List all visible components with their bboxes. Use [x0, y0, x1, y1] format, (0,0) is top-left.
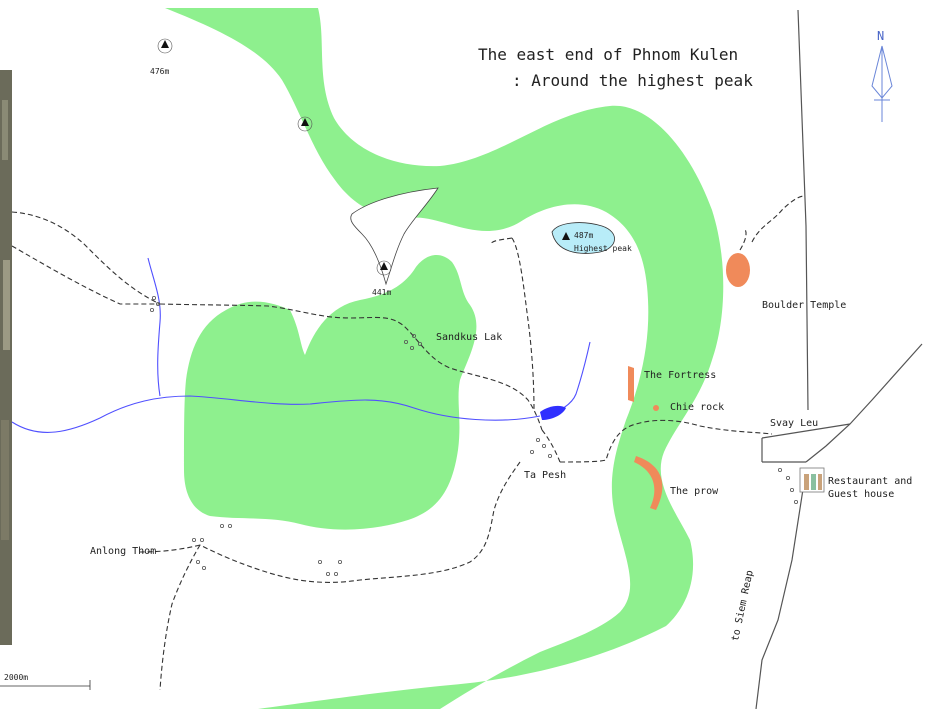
chie-rock-mark	[653, 405, 659, 411]
compass-icon	[871, 45, 893, 122]
highest-peak-lake	[551, 222, 615, 254]
map-title-line-1: The east end of Phnom Kulen	[478, 45, 739, 64]
peak-outline-area	[350, 187, 439, 286]
map-title-line-2: : Around the highest peak	[512, 71, 753, 90]
highest-peak-label: Highest peak	[574, 244, 632, 253]
scale-label: 2000m	[4, 673, 29, 682]
svay-leu-label: Svay Leu	[770, 418, 819, 429]
peak-1-elevation: 476m	[150, 67, 170, 76]
fortress-label: The Fortress	[644, 370, 717, 381]
scale-bar	[0, 680, 91, 690]
roads	[755, 9, 923, 709]
anlong-thom-label: Anlong Thom	[90, 546, 157, 557]
chie-rock-label: Chie rock	[670, 402, 725, 413]
restaurant-icon	[799, 467, 825, 493]
restaurant-label-2: Guest house	[828, 489, 895, 500]
peak-2-icon	[301, 118, 309, 126]
boulder-temple-label: Boulder Temple	[762, 300, 847, 311]
peak-markers	[161, 40, 570, 270]
peak-3-elevation: 441m	[372, 288, 392, 297]
peak-1-icon	[161, 40, 169, 48]
highest-peak-icon	[562, 232, 570, 240]
prow-label: The prow	[670, 486, 719, 497]
highlighted-sites	[628, 253, 750, 510]
forest-band	[165, 8, 724, 709]
fortress-mark	[628, 366, 634, 402]
trails	[11, 195, 805, 691]
prow-mark	[634, 456, 663, 510]
sandkus-label: Sandkus Lak	[436, 332, 503, 343]
peak-3-icon	[380, 262, 388, 270]
photo-strip	[0, 70, 12, 645]
reservoir	[540, 405, 566, 420]
central-forest	[184, 255, 477, 530]
boulder-temple-mark	[726, 253, 750, 287]
settlement-dots	[149, 295, 799, 577]
compass-label: N	[877, 29, 885, 43]
ta-pesh-label: Ta Pesh	[524, 470, 567, 481]
restaurant-label-1: Restaurant and	[828, 476, 913, 487]
highest-peak-elevation: 487m	[574, 231, 594, 240]
